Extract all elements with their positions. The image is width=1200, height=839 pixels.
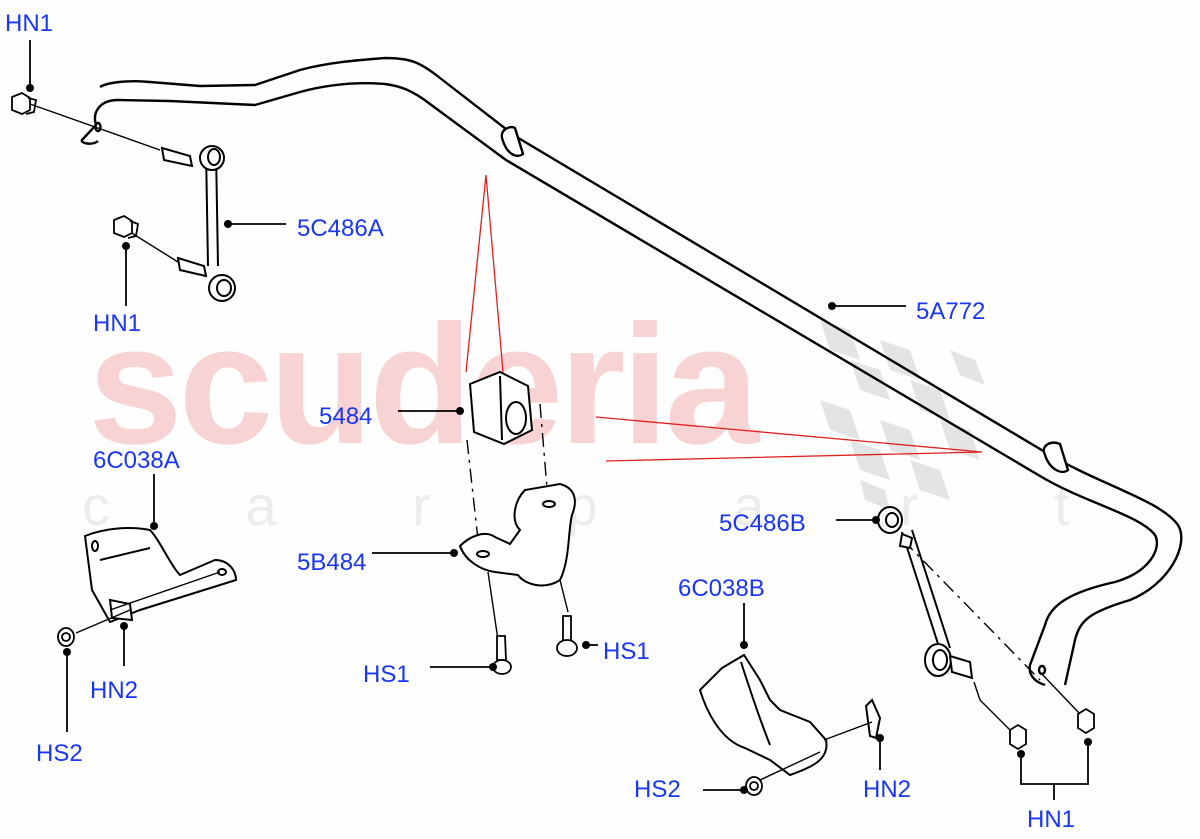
nut-hn1-right-a: [1009, 723, 1027, 751]
guide-lines: [465, 174, 983, 462]
bush-clamp: [458, 482, 576, 587]
nut-hn1-mid: [113, 214, 140, 239]
label-6c038a: 6C038A: [93, 447, 180, 474]
label-5484: 5484: [319, 403, 373, 430]
label-hs1-right: HS1: [603, 638, 650, 665]
label-5c486b: 5C486B: [719, 510, 806, 537]
label-hn1-top-left: HN1: [5, 10, 54, 37]
label-hs1-left: HS1: [363, 661, 410, 688]
label-hn1-mid-left: HN1: [93, 310, 142, 337]
bolt-axis: [487, 571, 569, 641]
bar-bush: [468, 370, 534, 446]
nut-hn1-right-b: [1077, 707, 1095, 735]
watermark-brand: scuderia: [88, 290, 759, 480]
label-5c486a: 5C486A: [297, 215, 384, 242]
link-axis-lines: [29, 103, 179, 263]
dashed-alignment: [466, 403, 1041, 681]
drop-link-left: [160, 145, 236, 302]
label-hn2-right: HN2: [863, 776, 912, 803]
label-hn2-left: HN2: [90, 677, 139, 704]
label-hs2-left: HS2: [36, 740, 83, 767]
label-6c038b: 6C038B: [678, 575, 765, 602]
bracket-left-axis: [75, 571, 221, 634]
label-5a772: 5A772: [916, 298, 986, 325]
watermark-tagline: c a r p a r t s: [82, 474, 1200, 537]
label-hn1-bottom-right: HN1: [1027, 806, 1076, 833]
leader-lines: [29, 40, 1089, 800]
drop-link-right: [877, 506, 974, 680]
bracket-right-axis: [759, 721, 873, 781]
bolt-hs2-left: [57, 627, 75, 647]
bolt-hs2-right: [745, 776, 763, 796]
leader-dots: [26, 84, 1092, 794]
checkered-flag-watermark: [820, 320, 985, 510]
bracket-right: [698, 653, 882, 777]
nut-axis: [973, 671, 1081, 731]
nut-hn1-top: [11, 91, 38, 115]
label-5b484: 5B484: [297, 549, 367, 576]
bolt-hs1-right: [556, 615, 578, 657]
label-hs2-right: HS2: [634, 776, 681, 803]
stabilizer-bar: [80, 56, 1183, 687]
